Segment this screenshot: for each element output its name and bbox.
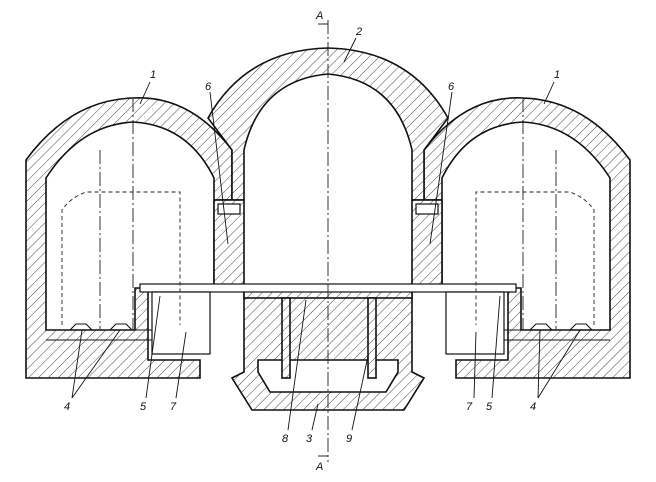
callout-6-right: 6	[448, 81, 455, 93]
leader-6-right	[429, 91, 453, 245]
leader-2	[343, 37, 357, 63]
right-pillar-6	[411, 199, 443, 289]
right-pillar-cap	[415, 203, 439, 215]
leader-4-left-a	[71, 329, 83, 399]
leader-1-left	[139, 81, 151, 105]
leader-5-right	[491, 295, 501, 399]
callout-7-right: 7	[466, 401, 473, 413]
right-clearance-envelope	[475, 191, 595, 325]
callout-3: 3	[306, 433, 313, 445]
callout-4-right: 4	[530, 401, 536, 413]
section-mark-top: A	[315, 10, 323, 22]
callout-8: 8	[282, 433, 289, 445]
callout-2: 2	[355, 26, 362, 38]
callout-1-right: 1	[554, 69, 560, 81]
callout-1-left: 1	[150, 69, 156, 81]
leader-8	[287, 299, 307, 431]
callout-7-left: 7	[170, 401, 177, 413]
left-pillar-cap	[217, 203, 241, 215]
leader-4-right-b	[537, 329, 581, 399]
column-right	[367, 297, 377, 379]
left-trench-7	[151, 291, 211, 355]
column-left	[281, 297, 291, 379]
leader-9	[351, 355, 369, 431]
left-clearance-envelope	[61, 191, 181, 325]
leader-7-left	[175, 331, 187, 399]
leader-4-right-a	[537, 329, 541, 399]
callout-6-left: 6	[205, 81, 212, 93]
right-rails-4	[528, 323, 594, 331]
callout-5-right: 5	[486, 401, 493, 413]
right-trench-7	[445, 291, 505, 355]
leader-6-left	[209, 91, 229, 245]
callout-9: 9	[346, 433, 352, 445]
leader-4-left-b	[71, 329, 121, 399]
leader-3	[311, 403, 319, 431]
section-mark-bottom: A	[315, 461, 323, 473]
callout-5-left: 5	[140, 401, 147, 413]
leader-7-right	[473, 331, 477, 399]
callout-4-left: 4	[64, 401, 70, 413]
leader-1-right	[543, 81, 555, 105]
leader-5-left	[145, 295, 161, 399]
left-rails-4	[68, 323, 134, 331]
